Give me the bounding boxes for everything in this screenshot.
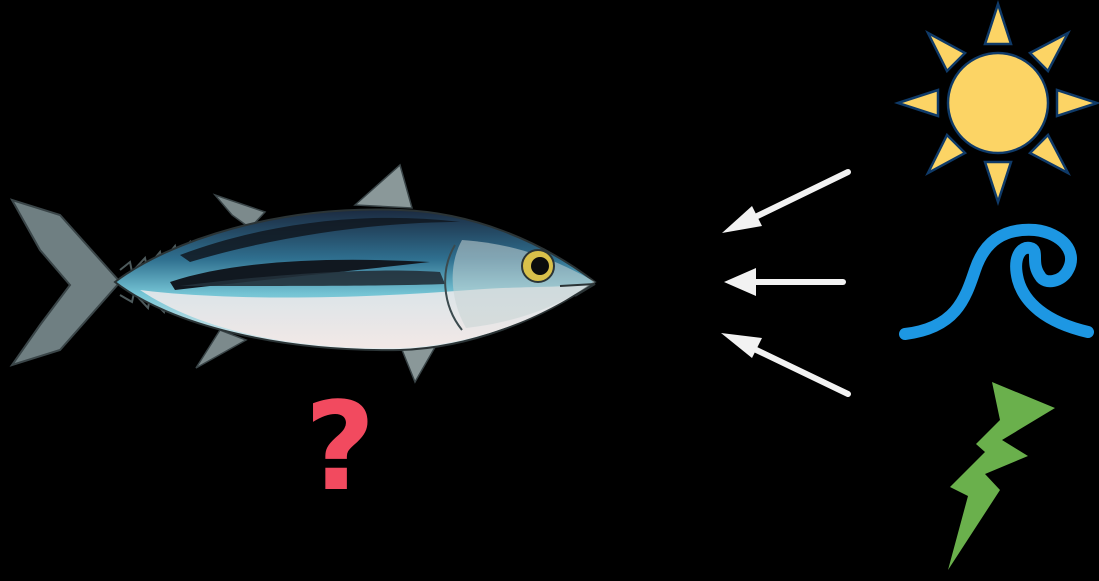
lightning-bolt-icon [948,382,1055,570]
fish-pelvic-fin [196,330,246,368]
arrow-from-lightning [721,333,848,394]
fish-head [453,240,595,328]
arrow-from-wave [724,268,843,296]
wave-icon [905,230,1088,334]
sun-icon [898,4,1097,202]
arrow-from-sun [722,172,848,233]
question-mark: ? [300,372,380,522]
fish-second-dorsal-fin [355,165,412,208]
fish-tail [12,200,120,365]
arrows [721,172,848,394]
fish-pupil [531,257,549,275]
tuna-fish-icon [12,165,595,382]
